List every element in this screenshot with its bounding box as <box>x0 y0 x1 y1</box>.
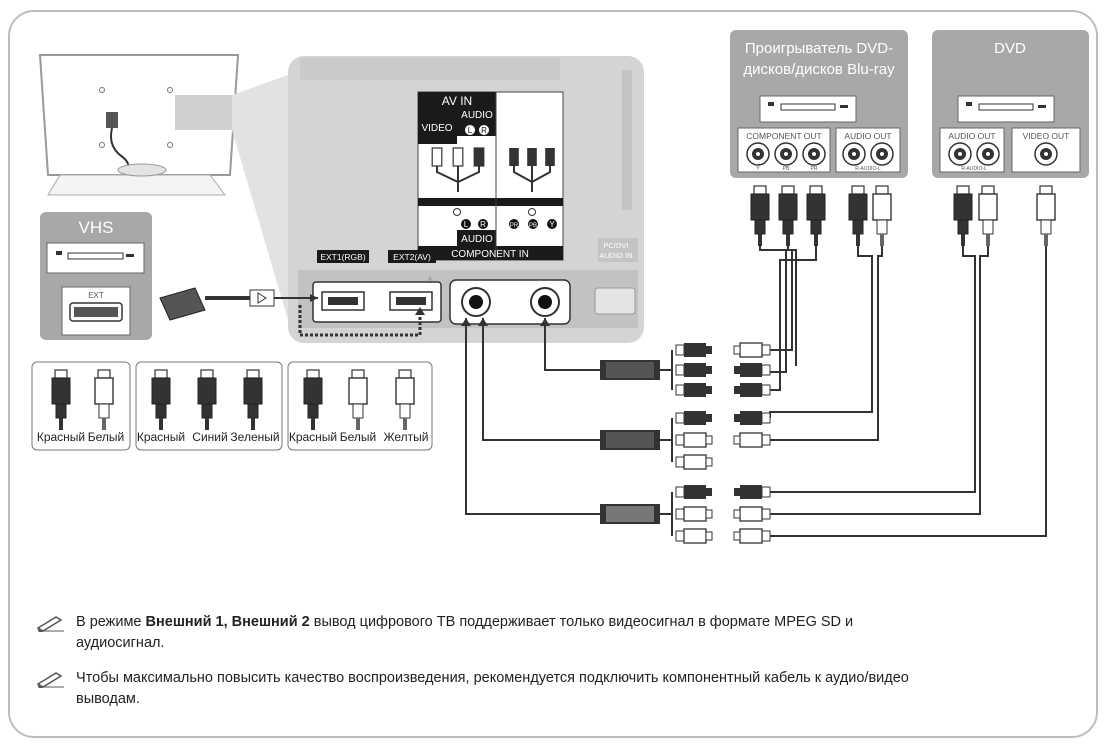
vhs-title: VHS <box>79 218 114 237</box>
dvd-video-out-label: VIDEO OUT <box>1023 131 1070 141</box>
av-video-label: VIDEO <box>421 123 452 134</box>
scart-cable <box>159 287 425 337</box>
bluray-pb-label: PB <box>783 166 790 172</box>
bluray-pr-label: PR <box>811 166 818 172</box>
ext2-label: EXT2(AV) <box>393 252 431 262</box>
component-adapter <box>600 342 771 398</box>
bluray-audio-plugs <box>847 184 893 248</box>
l-badge: L <box>468 126 473 135</box>
dvd-audio-rl-label: R-AUDIO-L <box>961 166 987 172</box>
arrow-audio <box>478 318 488 326</box>
av-adapter <box>600 484 771 544</box>
legend-white-3: Белый <box>340 430 376 444</box>
audio-in-label: AUDIO IN <box>599 251 632 260</box>
av-in-label: AV IN <box>442 94 472 108</box>
audio-bottom-label: AUDIO <box>461 234 493 245</box>
tv-connection-panel: ⚠ <box>288 56 644 343</box>
tv-back-illustration <box>38 54 240 196</box>
bluray-component-plugs <box>749 184 827 248</box>
svg-text:⚠: ⚠ <box>426 275 434 285</box>
note-2-line1: Чтобы максимально повысить качество восп… <box>76 670 909 686</box>
bluray-title-line2: дисков/дисков Blu-ray <box>743 61 895 78</box>
bluray-audio-rl-label: R-AUDIO-L <box>855 166 881 172</box>
legend-green-2: Зеленый <box>230 430 279 444</box>
pencil-note-icon <box>36 670 66 695</box>
vhs-device-box <box>40 212 152 340</box>
bluray-audio-out-label: AUDIO OUT <box>844 131 891 141</box>
dvd-audio-out-label: AUDIO OUT <box>948 131 995 141</box>
bluray-component-out-label: COMPONENT OUT <box>746 131 821 141</box>
legend-red-1: Красный <box>37 430 85 444</box>
arrow-component <box>540 318 550 326</box>
pencil-note-icon <box>36 614 66 639</box>
zoom-callout-beam <box>232 75 288 320</box>
bluray-title-line1: Проигрыватель DVD- <box>745 40 893 57</box>
dvd-video-plug <box>1035 184 1057 248</box>
arrow-video <box>461 318 471 326</box>
note-1-line2: аудиосигнал. <box>76 635 165 651</box>
dvd-title: DVD <box>994 40 1026 57</box>
dvd-audio-plugs <box>952 184 999 248</box>
note-2-line2: выводам. <box>76 691 140 707</box>
bluray-y-label: Y <box>756 166 760 172</box>
legend-box-1 <box>31 361 131 451</box>
note-2: Чтобы максимально повысить качество восп… <box>36 668 1078 710</box>
legend-white-1: Белый <box>88 430 124 444</box>
av-audio-label: AUDIO <box>461 110 493 121</box>
l-badge-2: L <box>464 220 469 229</box>
legend-box-2 <box>135 361 283 451</box>
note-1: В режиме Внешний 1, Внешний 2 вывод цифр… <box>36 612 1078 654</box>
pb-badge: PB <box>529 223 537 229</box>
r-badge-2: R <box>480 220 486 229</box>
legend-red-2: Красный <box>137 430 185 444</box>
legend-red-3: Красный <box>289 430 337 444</box>
note-1-bold: Внешний 1, Внешний 2 <box>145 614 310 630</box>
diagram-frame <box>8 10 1098 738</box>
ext1-label: EXT1(RGB) <box>320 252 366 262</box>
audio-adapter <box>600 410 771 470</box>
y-badge: Y <box>549 220 555 229</box>
component-in-label: COMPONENT IN <box>451 249 529 260</box>
pc-dvi-label: PC/DVI <box>603 241 628 250</box>
pr-badge: PR <box>510 223 519 229</box>
note-1-post: вывод цифрового ТВ поддерживает только в… <box>309 614 854 630</box>
bluray-device-box <box>730 30 908 178</box>
zoom-callout <box>175 95 232 130</box>
r-badge: R <box>481 126 487 135</box>
note-1-pre: В режиме <box>76 614 146 630</box>
cable-runs <box>465 246 1047 537</box>
dvd-device-box <box>932 30 1089 178</box>
legend-yellow-3: Желтый <box>383 430 428 444</box>
legend-box-3 <box>287 361 433 451</box>
legend-blue-2: Синий <box>192 430 227 444</box>
vhs-ext-label: EXT <box>88 291 104 300</box>
